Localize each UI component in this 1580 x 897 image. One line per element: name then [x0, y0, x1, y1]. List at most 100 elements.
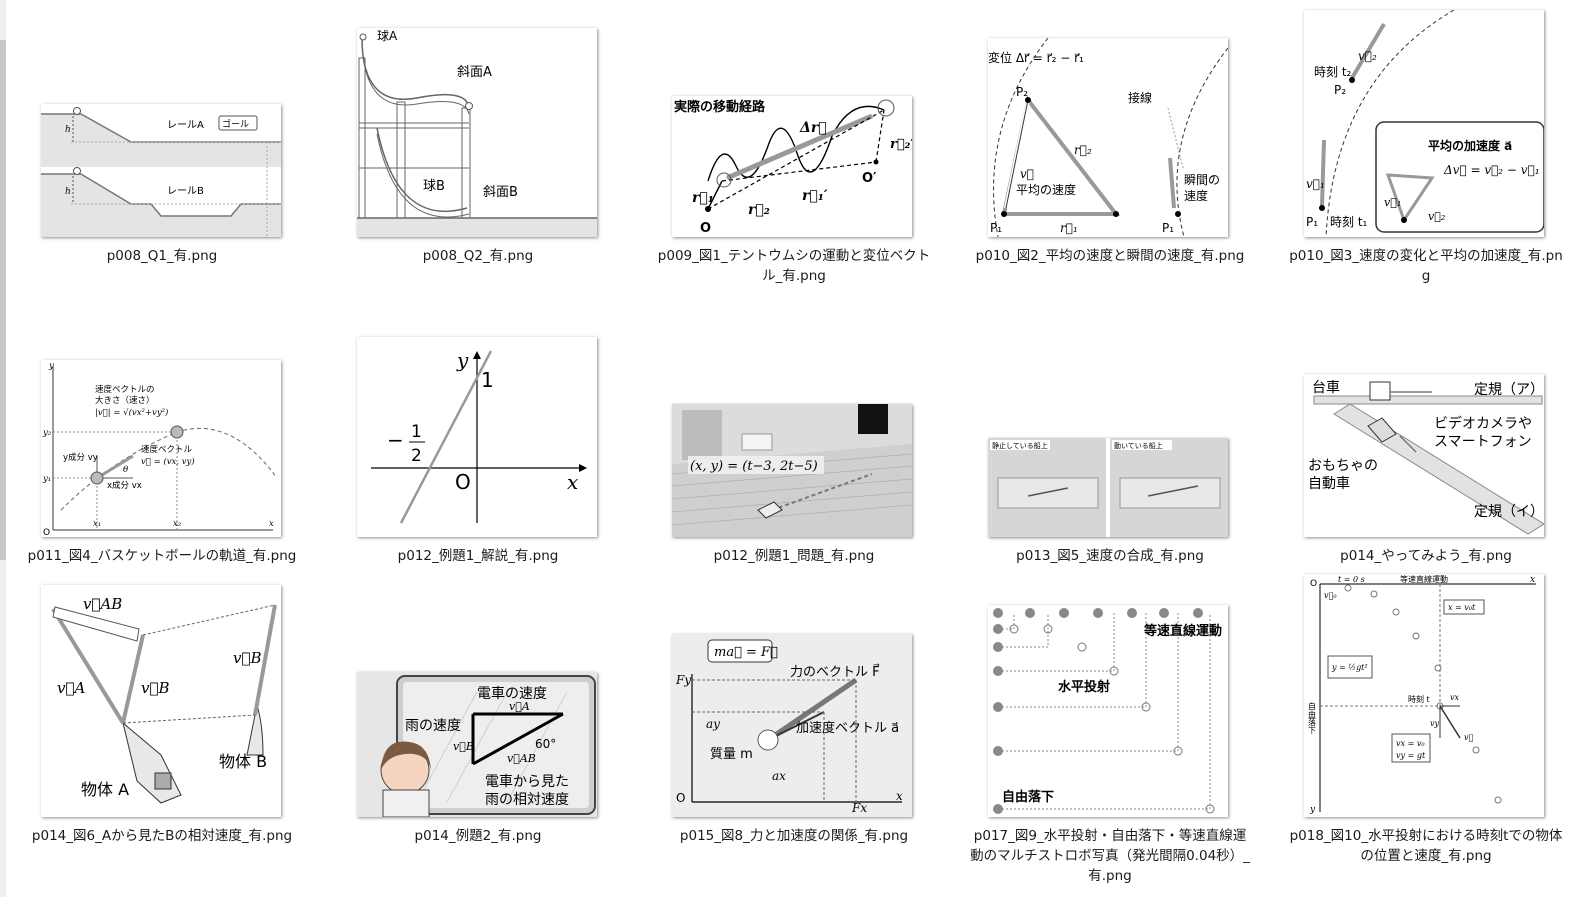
file-name: p014_図6_Aから見たBの相対速度_有.png: [31, 828, 293, 844]
text-smartphone: スマートフォン: [1434, 434, 1532, 450]
text-v2-inset: v⃗₂: [1428, 210, 1445, 223]
text-uniform-motion: 等速直線運動: [1400, 574, 1448, 584]
text-time-t1: 時刻 t₁: [1330, 215, 1368, 229]
text-ruler-b: 定規（イ）: [1474, 504, 1544, 520]
text-axis-y: y: [456, 348, 469, 372]
file-name: p008_Q2_有.png: [422, 248, 534, 264]
text-moving-boat: 動いている船上: [1114, 441, 1163, 450]
file-name: p014_例題2_有.png: [414, 828, 542, 844]
vertical-scrollbar[interactable]: [0, 0, 6, 897]
text-axis-x: x: [1530, 575, 1535, 585]
file-thumbnail: v⃗AB v⃗A v⃗B v⃗B 物体 B 物体 A: [41, 585, 281, 817]
file-thumbnail: ma⃗ = F⃗ 力のベクトル F⃗ Fy ay 加速度ベクトル a⃗ 質量 m…: [672, 634, 912, 817]
text-denominator: 2: [411, 446, 422, 466]
text-v-b: v⃗B: [141, 679, 170, 697]
text-train-velocity: 電車の速度: [477, 685, 547, 702]
text-rail-a: レールA: [167, 120, 204, 131]
text-r2-prime: r⃗₂′: [890, 137, 912, 152]
file-thumbnail: 電車の速度 v⃗A 雨の速度 v⃗B v⃗AB 60° 電車から見た 雨の相対速…: [357, 672, 597, 817]
text-v2: v⃗₂: [1358, 49, 1377, 63]
text-angle-60: 60°: [535, 737, 556, 751]
text-origin: O: [676, 791, 685, 805]
text-v: v⃗: [1464, 733, 1474, 742]
text-x-component: x成分 vx: [107, 480, 142, 491]
text-vx: vx: [1450, 693, 1460, 702]
text-origin-prime: O′: [862, 171, 877, 186]
file-thumbnail: 球A 斜面A 球B 斜面B: [357, 28, 597, 237]
text-axis-y: y: [48, 361, 54, 371]
file-thumbnail: v⃗₂ 時刻 t₂ P₂ v⃗₁ P₁ 時刻 t₁ 平均の加速度 a⃗ Δv⃗ …: [1304, 10, 1544, 237]
text-x1: x₁: [93, 519, 101, 529]
text-origin: O: [43, 528, 50, 537]
text-v1: v⃗₁: [1306, 177, 1325, 191]
text-numerator: 1: [411, 422, 422, 442]
file-thumbnail: 速度ベクトルの 大きさ（速さ） |v⃗| = √(vx²+vy²) 速度ベクトル…: [41, 360, 281, 537]
file-name: p014_やってみよう_有.png: [1340, 548, 1512, 564]
text-mass: 質量 m: [710, 747, 753, 762]
file-thumbnail: 実際の移動経路 Δr⃗ r⃗₁ r⃗₂ r⃗₁′ r⃗₂′ O O′: [672, 96, 912, 237]
text-p2: P₂: [1016, 85, 1028, 99]
text-seen-from-train: 電車から見た: [485, 773, 569, 790]
text-h: h: [65, 187, 71, 197]
text-average-acceleration: 平均の加速度 a⃗: [1428, 138, 1512, 153]
text-cart: 台車: [1312, 379, 1340, 396]
text-h: h: [65, 125, 71, 135]
file-name: p009_図1_テントウムシの運動と変位ベクトル_有.png: [657, 248, 931, 284]
text-v-a: v⃗A: [509, 700, 530, 713]
file-thumbnail: 台車 定規（ア） ビデオカメラや スマートフォン おもちゃの 自動車 定規（イ）: [1304, 374, 1544, 537]
text-intercept-1: 1: [481, 368, 494, 392]
file-thumbnail: 静止している船上 動いている船上: [988, 438, 1228, 537]
text-p1: P₁: [990, 221, 1002, 235]
text-ruler-a: 定規（ア）: [1474, 382, 1544, 398]
text-origin: O: [700, 221, 711, 236]
text-free-fall: 自由落下: [1002, 789, 1054, 805]
file-name: p011_図4_バスケットボールの軌道_有.png: [27, 548, 297, 564]
text-object-a: 物体 A: [81, 780, 129, 799]
file-name: p010_図3_速度の変化と平均の加速度_有.png: [1289, 248, 1563, 284]
text-v1-inset: v⃗₁: [1384, 196, 1401, 209]
text-instant: 瞬間の: [1184, 173, 1220, 187]
text-vy-formula: vy = gt: [1396, 751, 1426, 760]
text-axis-x: x: [896, 789, 903, 803]
text-v-ab: v⃗AB: [507, 752, 536, 765]
text-magnitude: 大きさ（速さ）: [95, 395, 155, 406]
scrollbar-thumb[interactable]: [0, 40, 6, 560]
text-velocity-vector: 速度ベクトル: [141, 444, 193, 455]
text-toy: おもちゃの: [1308, 458, 1378, 474]
text-slope-b: 斜面B: [483, 185, 518, 200]
text-ball-b: 球B: [423, 179, 445, 194]
file-name: p012_例題1_解説_有.png: [397, 548, 559, 564]
text-object-b: 物体 B: [219, 752, 267, 771]
file-name: p018_図10_水平投射における時刻tでの物体の位置と速度_有.png: [1289, 828, 1563, 864]
text-x-formula: x = v₀t: [1448, 603, 1476, 612]
text-vy: vy: [1430, 719, 1440, 728]
text-y-formula: y = ½gt²: [1331, 663, 1368, 672]
text-acceleration-vector: 加速度ベクトル a⃗: [796, 720, 899, 736]
text-force-vector: 力のベクトル F⃗: [790, 664, 880, 680]
text-vx-formula: vx = v₀: [1396, 739, 1425, 748]
text-ax: ax: [772, 769, 786, 783]
text-y1: y₁: [42, 474, 51, 484]
text-fx: Fx: [851, 801, 867, 815]
file-name: p017_図9_水平投射・自由落下・等速直線運動のマルチストロボ写真（発光間隔0…: [970, 828, 1250, 884]
text-goal: ゴール: [222, 118, 249, 130]
text-ball-a: 球A: [377, 29, 398, 43]
text-uniform-motion: 等速直線運動: [1143, 623, 1222, 639]
text-v0: v⃗₀: [1324, 591, 1337, 600]
file-name: p013_図5_速度の合成_有.png: [1016, 548, 1204, 564]
text-y-component: y成分 vy: [63, 452, 98, 463]
text-axis-y: y: [1309, 805, 1316, 815]
text-car: 自動車: [1308, 475, 1350, 492]
text-r2: r⃗₂: [1074, 143, 1092, 157]
text-v-a: v⃗A: [57, 679, 85, 697]
text-time-t2: 時刻 t₂: [1314, 65, 1352, 79]
text-time-t: 時刻 t: [1408, 694, 1430, 704]
text-rail-b: レールB: [167, 186, 204, 197]
file-name: p012_例題1_問題_有.png: [713, 548, 875, 564]
file-thumbnail: y 1 − 1 2 O x: [357, 337, 597, 537]
file-thumbnail: h h レールA ゴール レールB: [41, 104, 281, 237]
text-y2: y₂: [42, 428, 52, 438]
text-v-ab: v⃗AB: [83, 595, 122, 613]
text-x2: x₂: [173, 519, 182, 529]
text-horizontal-projection: 水平投射: [1058, 679, 1110, 695]
